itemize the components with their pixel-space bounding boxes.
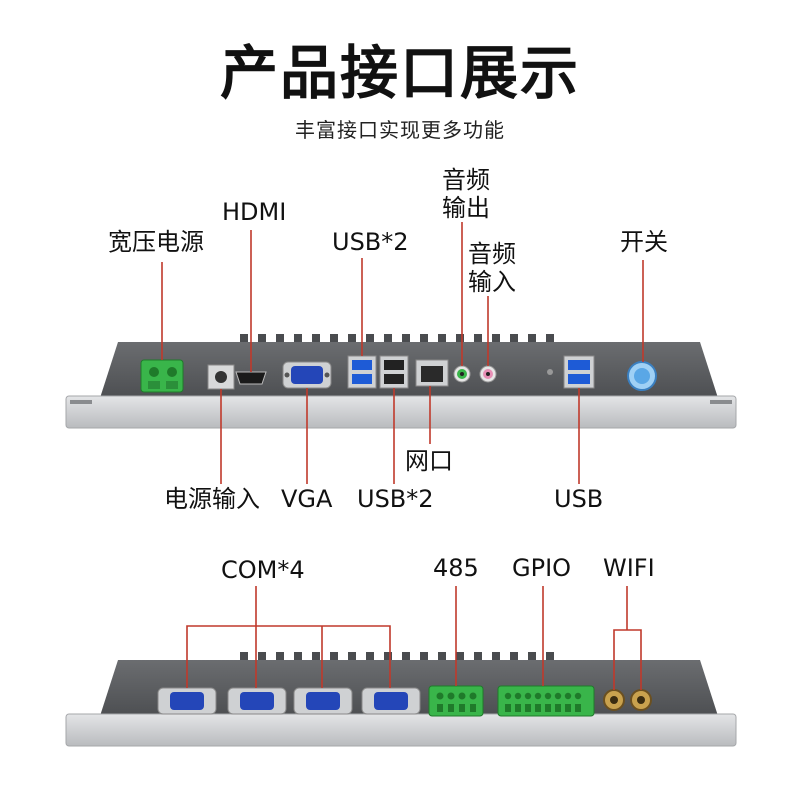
bottom-io-panel: [65, 586, 737, 747]
label-lan: 网口: [405, 447, 453, 475]
top-io-panel: [65, 222, 737, 484]
label-audio-out: 音频输出: [442, 166, 490, 222]
label-power-switch: 开关: [620, 228, 668, 256]
page-title: 产品接口展示: [219, 39, 580, 107]
label-power-input: 电源输入: [164, 485, 260, 513]
label-audio-in: 音频输入: [468, 240, 516, 296]
label-vga: VGA: [281, 485, 333, 513]
label-hdmi: HDMI: [222, 198, 287, 226]
label-wifi: WIFI: [603, 554, 655, 582]
label-gpio: GPIO: [512, 554, 572, 582]
label-usb: USB: [554, 485, 604, 513]
label-com: COM*4: [221, 556, 305, 584]
label-wide-voltage-power: 宽压电源: [108, 228, 204, 256]
page-subtitle: 丰富接口实现更多功能: [295, 118, 505, 142]
label-usb2-top: USB*2: [332, 228, 409, 256]
label-485: 485: [433, 554, 479, 582]
label-usb2-bottom: USB*2: [357, 485, 434, 513]
